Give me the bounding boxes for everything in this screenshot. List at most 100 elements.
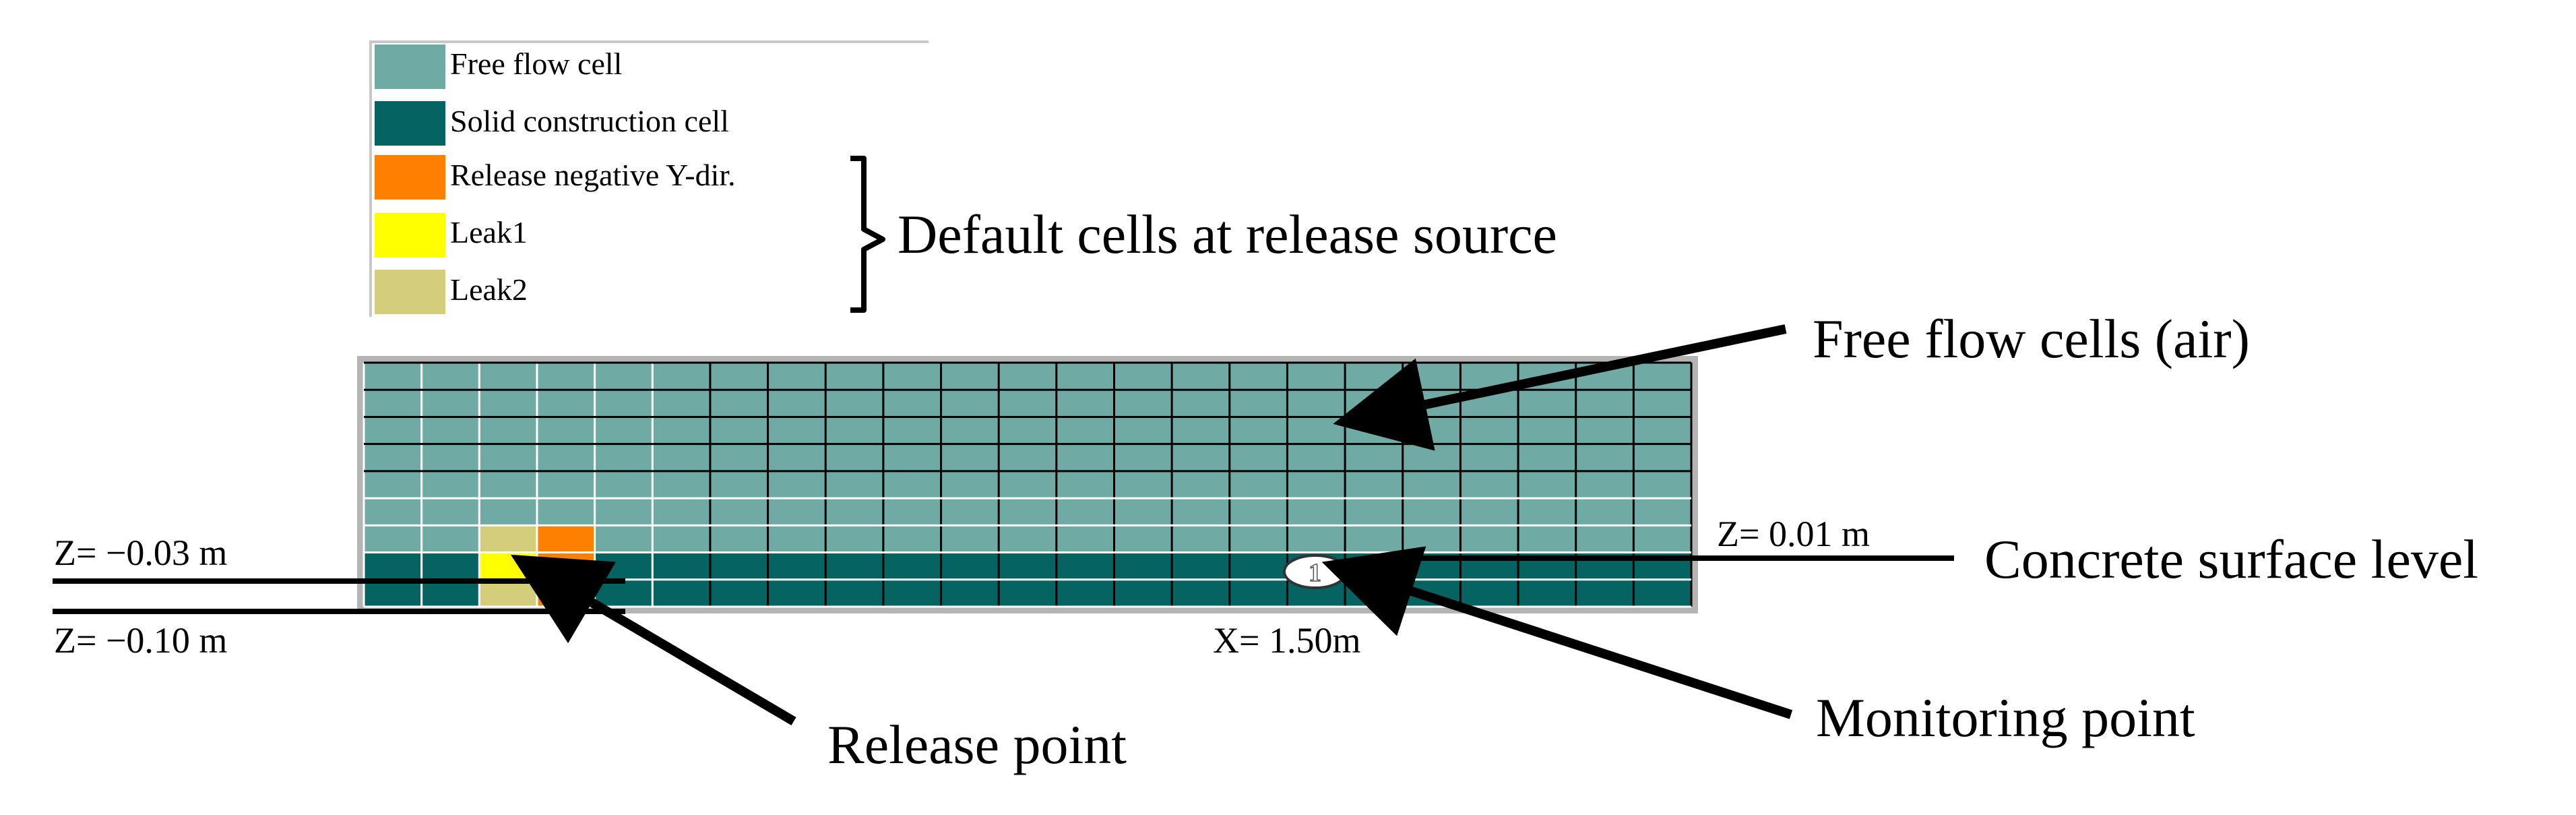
grid-cell-free <box>1114 390 1172 417</box>
grid-cell-free <box>1575 498 1634 526</box>
grid-cell-free <box>536 363 595 390</box>
grid-cell-solid <box>1114 552 1172 580</box>
grid-cell-solid <box>941 579 999 607</box>
grid-cell-solid <box>1172 579 1230 607</box>
grid-cell-free <box>941 498 999 526</box>
grid-cell-free <box>1402 417 1461 444</box>
grid-cell-free <box>1518 525 1576 553</box>
grid-cell-free <box>1633 417 1691 444</box>
grid-cell-free <box>941 363 999 390</box>
grid-cell-free <box>999 444 1057 471</box>
grid-cell-solid <box>1114 579 1172 607</box>
grid-cell-free <box>479 498 537 526</box>
grid-cell-free <box>1460 444 1519 471</box>
grid-cell-free <box>364 525 422 553</box>
grid-cells <box>364 363 1691 607</box>
grid-cell-solid <box>364 579 422 607</box>
grid-cell-free <box>479 471 537 499</box>
grid-cell-free <box>594 498 653 526</box>
grid-cell-free <box>825 390 883 417</box>
arrow-release-point <box>510 554 796 726</box>
grid-cell-free <box>594 471 653 499</box>
grid-cell-free <box>364 471 422 499</box>
grid-cell-free <box>1633 471 1691 499</box>
grid-cell-free <box>710 498 768 526</box>
annotations: Free flow cells (air) Concrete surface l… <box>54 308 2478 775</box>
grid-cell-free <box>652 471 710 499</box>
grid-cell-free <box>999 363 1057 390</box>
legend-swatch-solid <box>375 101 445 146</box>
legend-swatch-leak1 <box>375 213 445 258</box>
grid-cell-free <box>1633 363 1691 390</box>
grid-cell-free <box>1056 444 1114 471</box>
grid-cell-free <box>883 363 941 390</box>
grid-cell-free <box>1056 417 1114 444</box>
grid-cell-solid <box>652 552 710 580</box>
grid-cell-free <box>1287 363 1346 390</box>
grid-cell-free <box>1402 498 1461 526</box>
legend-swatch-leak2 <box>375 270 445 314</box>
grid-cell-solid <box>364 552 422 580</box>
grid-cell-free <box>1633 390 1691 417</box>
grid-cell-solid <box>1229 552 1288 580</box>
bracket-shape <box>850 156 885 313</box>
grid-cell-free <box>1172 471 1230 499</box>
grid-cell-free <box>536 417 595 444</box>
grid-cell-free <box>536 390 595 417</box>
arrow-free-flow-cells <box>1333 324 1787 451</box>
label-z-concrete: Z= 0.01 m <box>1717 514 1870 554</box>
grid-cell-free <box>1114 444 1172 471</box>
label-z-bottom: Z= −0.10 m <box>54 620 227 661</box>
grid-cell-free <box>941 471 999 499</box>
grid-cell-free <box>1229 417 1288 444</box>
grid-cell-solid <box>825 552 883 580</box>
grid-cell-free <box>1172 390 1230 417</box>
grid-cell-free <box>883 417 941 444</box>
grid-cell-free <box>1575 471 1634 499</box>
grid-cell-free <box>1518 444 1576 471</box>
grid-cell-free <box>652 390 710 417</box>
label-free-flow-cells: Free flow cells (air) <box>1813 308 2250 369</box>
grid-cell-free <box>999 471 1057 499</box>
grid-cell-free <box>1114 525 1172 553</box>
grid-cell-free <box>999 417 1057 444</box>
grid-cell-free <box>364 363 422 390</box>
legend-swatch-release <box>375 155 445 200</box>
grid-cell-free <box>1114 471 1172 499</box>
legend: Free flow cell Solid construction cell R… <box>369 40 929 317</box>
grid-cell-free <box>1114 363 1172 390</box>
grid-cell-free <box>710 444 768 471</box>
legend-label-leak2: Leak2 <box>450 272 528 307</box>
grid-cell-free <box>652 444 710 471</box>
grid-cell-free <box>536 444 595 471</box>
grid-cell-free <box>594 525 653 553</box>
grid-cell-free <box>421 444 480 471</box>
grid-cell-free <box>594 417 653 444</box>
grid-cell-free <box>710 525 768 553</box>
grid-cell-free <box>1172 363 1230 390</box>
grid-cell-free <box>1345 363 1403 390</box>
grid-cell-solid <box>767 579 826 607</box>
grid-cell-solid <box>1518 579 1576 607</box>
grid-cell-free <box>1172 498 1230 526</box>
legend-frame <box>369 40 929 317</box>
grid-cell-free <box>1345 498 1403 526</box>
label-concrete-surface: Concrete surface level <box>1984 529 2478 590</box>
grid-cell-free <box>1287 390 1346 417</box>
grid-cell-solid <box>1056 552 1114 580</box>
grid-cell-solid <box>1460 579 1519 607</box>
grid-cell-free <box>421 417 480 444</box>
grid-cell-free <box>479 390 537 417</box>
grid-cell-release <box>536 525 595 553</box>
label-x-position: X= 1.50m <box>1213 620 1360 661</box>
bracket-label: Default cells at release source <box>898 204 1557 265</box>
grid-cell-solid <box>594 552 653 580</box>
grid-cell-free <box>1460 525 1519 553</box>
grid-cell-free <box>825 471 883 499</box>
grid-cell-free <box>767 498 826 526</box>
grid-cell-solid <box>999 579 1057 607</box>
grid-cell-free <box>1575 417 1634 444</box>
grid-cell-solid <box>421 552 480 580</box>
release-source-bracket: Default cells at release source <box>850 156 1557 313</box>
grid-cell-solid <box>767 552 826 580</box>
